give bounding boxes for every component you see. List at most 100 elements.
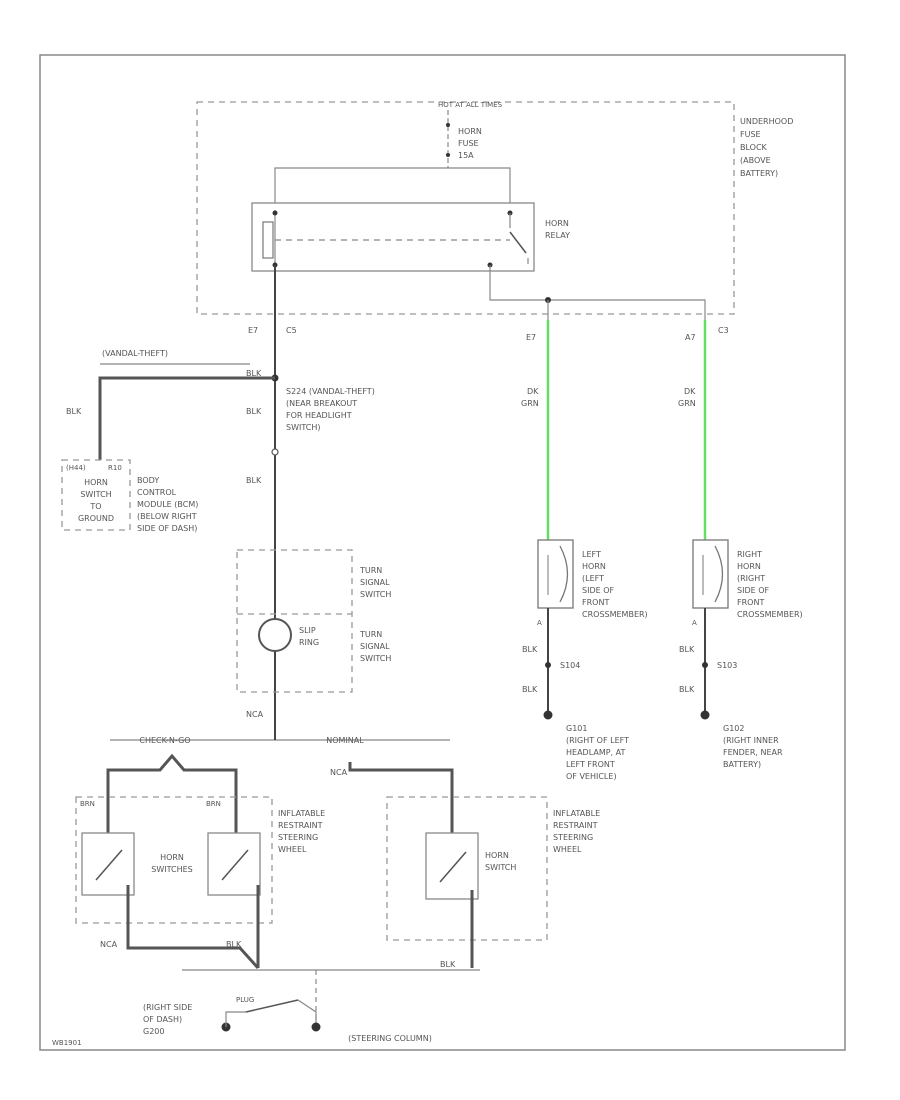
wire-color-blk: BLK	[226, 940, 242, 949]
left-horn-pin: A	[537, 619, 542, 627]
diagram-frame	[39, 54, 846, 1051]
plug-connector-icon	[245, 999, 299, 1013]
bottom-ground-label-line: (RIGHT SIDE	[143, 1003, 192, 1012]
splice-label-line: SWITCH)	[286, 423, 321, 432]
right-ground-label-line: (RIGHT INNER	[723, 736, 779, 745]
right-horn-label-line: HORN	[737, 562, 761, 571]
splice-label-line: FOR HEADLIGHT	[286, 411, 352, 420]
bcm-label-line: CONTROL	[137, 488, 177, 497]
bottom-ground-label-line: OF DASH)	[143, 1015, 182, 1024]
pin-number-left: E7	[248, 326, 258, 335]
relay-label-line: RELAY	[545, 231, 570, 240]
ground-g101-icon	[543, 710, 553, 720]
horn-switch-nominal-box	[425, 832, 479, 900]
turn-signal-label-line: SIGNAL	[360, 642, 390, 651]
left-ground-label-line: LEFT FRONT	[566, 760, 615, 769]
turn-signal-label-line: SIGNAL	[360, 578, 390, 587]
pin-number-mid: E7	[526, 333, 536, 342]
turn-signal-label-line: SWITCH	[360, 590, 391, 599]
fuse-label-line: HORN	[458, 127, 482, 136]
bcm-box	[61, 459, 131, 531]
bcm-label-line: MODULE (BCM)	[137, 500, 198, 509]
wire-color-blk: BLK	[522, 685, 538, 694]
wire-color-nca: NCA	[246, 710, 264, 719]
bcm-branch-wire	[98, 376, 275, 460]
turn-signal-label-line: SWITCH	[360, 654, 391, 663]
right-horn-label-line: SIDE OF	[737, 586, 769, 595]
wire-color-dk: DK	[527, 387, 539, 396]
diagram-code: WB1901	[52, 1039, 82, 1047]
turn-signal-label-line: TURN	[359, 630, 382, 639]
left-horn-label-line: HORN	[582, 562, 606, 571]
splice-label-line: S224 (VANDAL-THEFT)	[286, 387, 375, 396]
right-horn-label-line: CROSSMEMBER)	[737, 610, 803, 619]
check-n-go-steering-wheel-box	[75, 796, 273, 924]
relay-label-line: HORN	[545, 219, 569, 228]
pin-number-right: A7	[685, 333, 696, 342]
check-n-go-harness	[106, 753, 238, 835]
nominal-harness	[348, 762, 454, 835]
horn-switches-label-line: HORN	[160, 853, 184, 862]
right-horn-label-line: RIGHT	[737, 550, 762, 559]
horn-switch-left-box	[81, 832, 135, 896]
right-wheel-label-line: STEERING	[553, 833, 593, 842]
bcm-label-line: (BELOW RIGHT	[137, 512, 197, 521]
ground-g102-label: G102	[723, 724, 744, 733]
inline-connector	[271, 448, 279, 456]
bcm-label-line: BODY	[137, 476, 159, 485]
left-wheel-label-line: STEERING	[278, 833, 318, 842]
right-horn-label-line: (RIGHT	[737, 574, 765, 583]
fuse-block-label-line: BLOCK	[740, 143, 768, 152]
vandal-theft-heading: (VANDAL-THEFT)	[102, 349, 168, 358]
left-wheel-label-line: RESTRAINT	[278, 821, 323, 830]
check-n-go-pin-a: BRN	[80, 800, 95, 808]
left-horn-label-line: (LEFT	[582, 574, 604, 583]
right-horn-pin: A	[692, 619, 697, 627]
left-wheel-label-line: INFLATABLE	[278, 809, 325, 818]
right-horn-icon	[692, 539, 729, 609]
horn-switch-label-line: HORN	[485, 851, 509, 860]
slip-ring-icon	[258, 618, 292, 652]
wire-color-nca: NCA	[330, 768, 348, 777]
right-ground-label-line: BATTERY)	[723, 760, 761, 769]
bcm-inner-line: SWITCH	[80, 490, 111, 499]
relay-switch-icon	[507, 210, 529, 264]
horn-switch-left-icon	[95, 849, 123, 881]
plug-to-column-wire	[297, 999, 317, 1025]
bcm-label-line: SIDE OF DASH)	[137, 524, 197, 533]
left-wheel-label-line: WHEEL	[278, 845, 307, 854]
left-horn-label-line: FRONT	[582, 598, 609, 607]
horn-switch-right-icon	[221, 849, 249, 881]
fuse-label-line: 15A	[458, 151, 474, 160]
slip-ring-label-line: SLIP	[299, 626, 316, 635]
steering-column-label: (STEERING COLUMN)	[348, 1034, 432, 1043]
wire-color-nca: NCA	[100, 940, 118, 949]
turn-signal-switch-box	[236, 549, 353, 693]
wire-color-blk: BLK	[66, 407, 82, 416]
left-ground-label-line: OF VEHICLE)	[566, 772, 617, 781]
wire-color-grn: GRN	[521, 399, 539, 408]
splice-s103	[702, 662, 708, 668]
right-wheel-label-line: INFLATABLE	[553, 809, 600, 818]
check-n-go-pin-b: BRN	[206, 800, 221, 808]
bcm-inner-line: TO	[89, 502, 101, 511]
left-horn-label-line: LEFT	[582, 550, 601, 559]
wire-color-blk: BLK	[440, 960, 456, 969]
horn-switch-nominal-icon	[439, 851, 467, 883]
connector-c5-label: C5	[286, 326, 297, 335]
right-horn-label-line: FRONT	[737, 598, 764, 607]
right-splice-label: S103	[717, 661, 737, 670]
left-splice-label: S104	[560, 661, 580, 670]
horn-fuse	[446, 110, 450, 168]
wire-color-blk: BLK	[679, 685, 695, 694]
wire-color-blk: BLK	[679, 645, 695, 654]
bcm-pin-a: (H44)	[66, 464, 86, 472]
fuse-block-label-line: FUSE	[740, 130, 761, 139]
check-n-go-return-left	[126, 885, 260, 970]
connector-c3-label: C3	[718, 326, 729, 335]
fuse-label-line: FUSE	[458, 139, 479, 148]
fuse-block-label-line: BATTERY)	[740, 169, 778, 178]
left-ground-label-line: (RIGHT OF LEFT	[566, 736, 629, 745]
fuse-block-label-line: UNDERHOOD	[740, 117, 793, 126]
